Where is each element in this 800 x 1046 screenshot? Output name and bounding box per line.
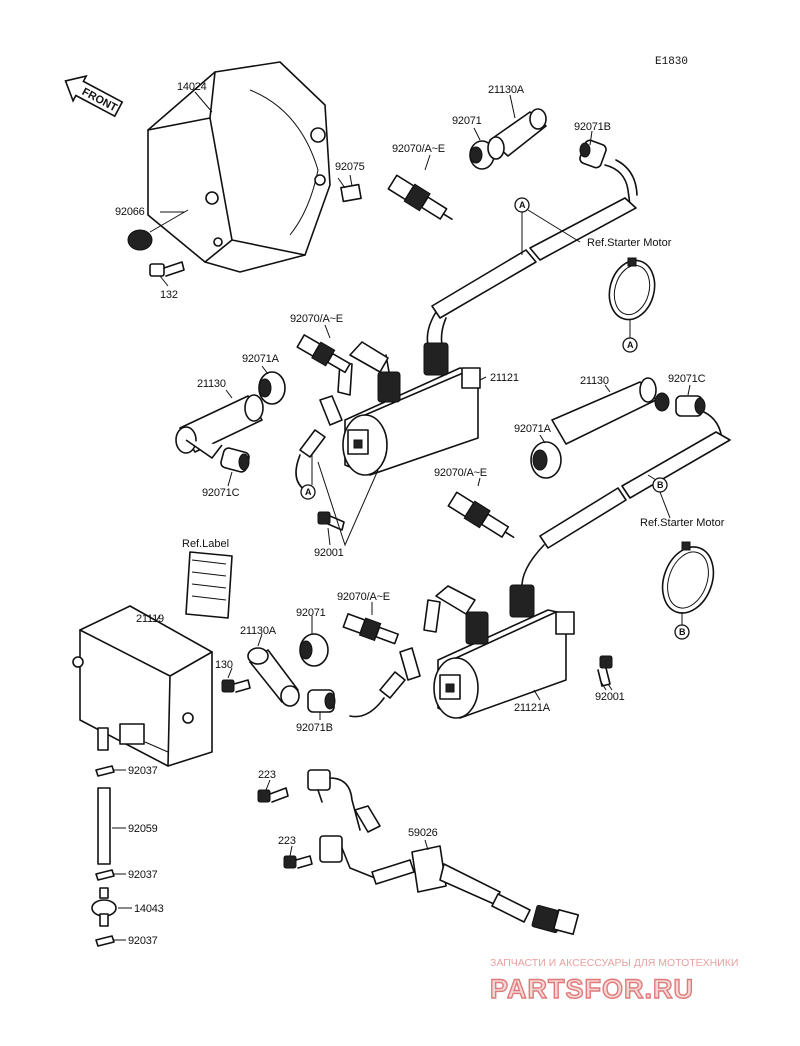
label-92070-mid: 92070/A~E <box>290 313 343 325</box>
cap-92071B-top <box>579 139 607 169</box>
bolt-223-a <box>257 787 289 803</box>
label-92071B-top: 92071B <box>574 121 611 133</box>
part-labels: 14024 92066 132 92075 92070/A~E 92071 21… <box>115 81 706 947</box>
label-92071-top: 92071 <box>452 115 482 127</box>
label-21121: 21121 <box>490 372 519 384</box>
ref-label: Ref.Label <box>182 538 229 550</box>
marker-b-bottom-text: B <box>679 627 686 637</box>
label-21121A: 21121A <box>514 702 551 714</box>
watermark-line2: PARTSFOR.RU <box>490 974 694 1004</box>
leader-lines <box>154 91 691 857</box>
label-132: 132 <box>160 289 178 301</box>
label-223-a: 223 <box>258 769 276 781</box>
coil-terminal-left <box>377 354 401 403</box>
bolt-130 <box>221 679 251 693</box>
lead-wire-right <box>521 411 731 591</box>
spark-plug-right <box>447 491 515 539</box>
label-92071C-right: 92071C <box>668 373 706 385</box>
label-92071A-left: 92071A <box>242 353 280 365</box>
label-92071-bottom: 92071 <box>296 607 326 619</box>
label-92001-left: 92001 <box>314 547 344 559</box>
plug-cap-21130-right <box>551 377 670 445</box>
label-92071A-right: 92071A <box>514 423 552 435</box>
marker-a-right <box>622 337 638 353</box>
bolt-223-b <box>283 855 313 869</box>
plug-cap-21130A-top <box>487 108 547 160</box>
ring-clamp-top <box>608 257 656 321</box>
cap-92071A-left <box>258 371 286 405</box>
label-92070-top: 92070/A~E <box>392 143 445 155</box>
watermark-line1: ЗАПЧАСТИ И АКСЕССУАРЫ ДЛЯ МОТОТЕХНИКИ <box>490 957 738 969</box>
marker-a-right-text: A <box>627 340 634 350</box>
clamp-92037-b <box>95 869 115 881</box>
front-arrow-icon: FRONT <box>64 74 124 118</box>
label-130: 130 <box>215 659 233 671</box>
vacuum-valve-14043 <box>91 887 117 927</box>
label-21130-left: 21130 <box>197 378 226 390</box>
ref-label-sheet <box>185 551 233 619</box>
ring-clamp-bottom <box>661 541 715 614</box>
marker-a-left-text: A <box>305 487 312 497</box>
ignitor-unit-21119 <box>72 605 213 767</box>
ignition-coil-21121A <box>433 584 575 719</box>
sub-harness-59026 <box>307 769 580 936</box>
label-14024: 14024 <box>177 81 207 93</box>
cap-92071-bottom <box>299 633 329 667</box>
label-21130A-top: 21130A <box>488 84 525 96</box>
bolt-92001-right <box>597 655 613 687</box>
ignition-cover <box>147 61 331 273</box>
lead-wire-left-lower <box>349 585 476 718</box>
coil-terminal-right <box>423 342 449 376</box>
marker-a-top-text: A <box>519 200 526 210</box>
cap-92071C-right <box>675 395 706 417</box>
label-92071C-left: 92071C <box>202 487 240 499</box>
label-92070-bottom: 92070/A~E <box>337 591 390 603</box>
ref-starter-bottom: Ref.Starter Motor <box>640 517 725 529</box>
cap-92071C-left <box>220 447 250 473</box>
ecu-nipple <box>97 727 109 751</box>
cap-92071A-right <box>530 441 562 479</box>
label-92066: 92066 <box>115 206 145 218</box>
plug-cap-21130A-bottom <box>247 647 300 707</box>
label-92001-right: 92001 <box>595 691 625 703</box>
label-92037-a: 92037 <box>128 765 158 777</box>
ignition-coil-21121 <box>342 342 481 476</box>
label-223-b: 223 <box>278 835 296 847</box>
marker-a-left <box>300 484 316 500</box>
label-92075: 92075 <box>335 161 365 173</box>
marker-b-top-text: B <box>657 480 664 490</box>
label-92037-b: 92037 <box>128 869 158 881</box>
spark-plug-mid <box>296 334 351 374</box>
label-21119: 21119 <box>136 613 164 625</box>
watermark: ЗАПЧАСТИ И АКСЕССУАРЫ ДЛЯ МОТОТЕХНИКИ PA… <box>489 957 738 1005</box>
clamp-92037-a <box>95 765 115 777</box>
marker-b-bottom <box>674 624 690 640</box>
clamp-92037-c <box>95 935 115 947</box>
hose-92059 <box>97 787 111 865</box>
label-92071B-bottom: 92071B <box>296 722 333 734</box>
label-21130A-bottom: 21130A <box>240 625 277 637</box>
label-92059: 92059 <box>128 823 158 835</box>
label-92037-c: 92037 <box>128 935 158 947</box>
plug-cap-21130-left <box>175 394 264 459</box>
label-92070-right: 92070/A~E <box>434 467 487 479</box>
bolt-92001-left <box>317 511 345 531</box>
cap-92071B-bottom <box>307 689 336 713</box>
clip-92075 <box>337 177 362 203</box>
label-59026: 59026 <box>408 827 438 839</box>
spark-plug-top <box>387 174 453 220</box>
ref-starter-top: Ref.Starter Motor <box>587 237 672 249</box>
label-21130-right: 21130 <box>580 375 609 387</box>
grommet-92066 <box>127 209 189 251</box>
diagram-code: E1830 <box>655 56 688 68</box>
bolt-132 <box>149 261 185 277</box>
spark-plug-bottom <box>342 613 399 645</box>
label-14043: 14043 <box>134 903 164 915</box>
lead-wire-upper <box>426 159 638 346</box>
